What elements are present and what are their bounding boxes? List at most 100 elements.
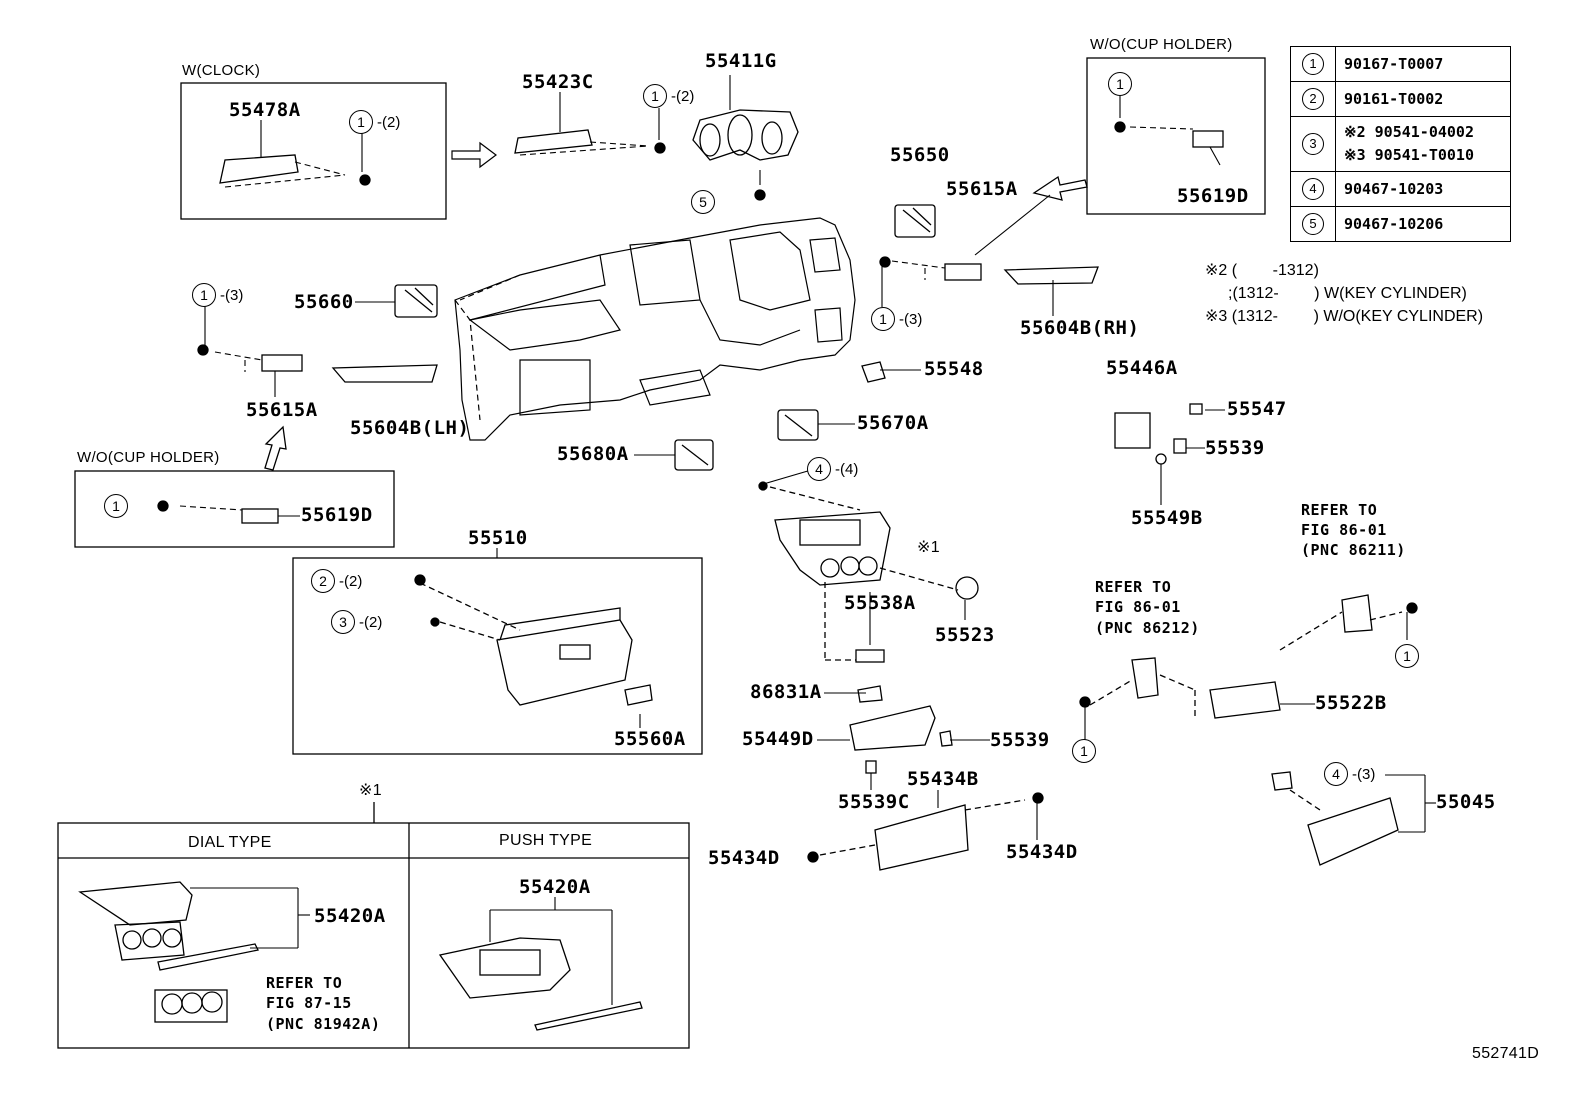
note-line-2: ;(1312- ) W(KEY CYLINDER) <box>1228 285 1467 302</box>
legend-part: 90467-10203 <box>1335 171 1511 207</box>
ref-86211-l2: FIG 86-01 <box>1301 521 1387 539</box>
qty-label: -(3) <box>220 287 244 304</box>
side-trim-shapes <box>331 266 1099 383</box>
screw-shapes <box>157 121 1418 863</box>
vent-shapes <box>394 204 936 471</box>
callout-1: 1 <box>643 84 667 108</box>
legend-part: ※2 90541-04002 <box>1344 123 1474 141</box>
ref-86212-l1: REFER TO <box>1095 578 1172 596</box>
legend-num: 1 <box>1302 53 1324 75</box>
callout-1: 1 <box>871 307 895 331</box>
ref-86211-l3: (PNC 86211) <box>1301 541 1406 559</box>
ref-81942A-l1: REFER TO <box>266 974 343 992</box>
qty-label: -(2) <box>671 88 695 105</box>
dashboard-outline <box>454 217 856 441</box>
inset-push-shape <box>438 937 643 1031</box>
center-panel-shape <box>769 486 1026 871</box>
part-55478A: 55478A <box>229 99 301 121</box>
part-55615A-right: 55615A <box>946 178 1018 200</box>
qty-label: -(2) <box>339 573 363 590</box>
part-55411G: 55411G <box>705 50 777 72</box>
part-86831A: 86831A <box>750 681 822 703</box>
legend-row: 1 90167-T0007 <box>1290 46 1511 82</box>
part-55604B-rh: 55604B(RH) <box>1020 317 1140 339</box>
part-55522B: 55522B <box>1315 692 1387 714</box>
part-55538A: 55538A <box>844 592 916 614</box>
part-55547: 55547 <box>1227 398 1287 420</box>
legend-num: 4 <box>1302 178 1324 200</box>
dashed-lines <box>179 126 1194 511</box>
legend-row: 3 ※2 90541-04002 ※3 90541-T0010 <box>1290 116 1511 172</box>
leader-lines <box>190 75 1436 1005</box>
legend-num: 3 <box>1302 133 1324 155</box>
callout-1: 1 <box>1395 644 1419 668</box>
glove-box-shape <box>419 582 653 706</box>
cup-holder-box-top-frame <box>1086 57 1266 215</box>
part-55660: 55660 <box>294 291 354 313</box>
ref-86212-l2: FIG 86-01 <box>1095 598 1181 616</box>
qty-label: -(3) <box>1352 766 1376 783</box>
part-55434D-right: 55434D <box>1006 841 1078 863</box>
ref-86212-l3: (PNC 86212) <box>1095 619 1200 637</box>
callout-1: 1 <box>349 110 373 134</box>
clock-box-title: W(CLOCK) <box>182 62 261 79</box>
part-55619D-bottom: 55619D <box>301 504 373 526</box>
part-55420A-push: 55420A <box>519 876 591 898</box>
inset-dial-shape <box>78 881 259 1023</box>
cup-holder-title-bottom: W/O(CUP HOLDER) <box>77 449 220 466</box>
arrow-right <box>451 141 497 169</box>
fastener-legend: 1 90167-T0007 2 90161-T0002 3 ※2 90541-0… <box>1290 46 1511 242</box>
legend-part: 90161-T0002 <box>1335 81 1511 117</box>
part-55548: 55548 <box>924 358 984 380</box>
part-55449D: 55449D <box>742 728 814 750</box>
diagram-id: 552741D <box>1472 1045 1540 1062</box>
part-55615A-left: 55615A <box>246 399 318 421</box>
arrow-left <box>1032 175 1088 201</box>
part-55539-bottom: 55539 <box>990 729 1050 751</box>
cup-holder-title-top: W/O(CUP HOLDER) <box>1090 36 1233 53</box>
callout-1: 1 <box>104 494 128 518</box>
legend-row: 4 90467-10203 <box>1290 171 1511 207</box>
clip-shapes <box>219 129 1224 524</box>
qty-label: -(4) <box>835 461 859 478</box>
legend-row: 2 90161-T0002 <box>1290 81 1511 117</box>
legend-num: 2 <box>1302 88 1324 110</box>
qty-label: -(2) <box>377 114 401 131</box>
ref-81942A-l3: (PNC 81942A) <box>266 1015 381 1033</box>
right-parts-shape <box>1089 594 1403 866</box>
part-55670A: 55670A <box>857 412 929 434</box>
cluster-shape <box>692 109 799 161</box>
part-55510: 55510 <box>468 527 528 549</box>
part-55549B: 55549B <box>1131 507 1203 529</box>
part-55434D-left: 55434D <box>708 847 780 869</box>
qty-label: -(3) <box>899 311 923 328</box>
legend-part: 90467-10206 <box>1335 206 1511 242</box>
part-55539C: 55539C <box>838 791 910 813</box>
callout-1: 1 <box>192 283 216 307</box>
legend-num: 5 <box>1302 213 1324 235</box>
clock-box-frame <box>180 82 447 220</box>
inset-mark: ※1 <box>359 782 382 799</box>
callout-3: 3 <box>331 610 355 634</box>
mark-1-center: ※1 <box>917 539 940 556</box>
callout-4: 4 <box>807 457 831 481</box>
part-55434B: 55434B <box>907 768 979 790</box>
callout-1: 1 <box>1108 72 1132 96</box>
legend-part-alt: ※3 90541-T0010 <box>1344 146 1474 164</box>
part-55523: 55523 <box>935 624 995 646</box>
dial-type-label: DIAL TYPE <box>188 834 272 851</box>
part-55560A: 55560A <box>614 728 686 750</box>
legend-row: 5 90467-10206 <box>1290 206 1511 242</box>
part-55650: 55650 <box>890 144 950 166</box>
part-55423C: 55423C <box>522 71 594 93</box>
part-55619D-top: 55619D <box>1177 185 1249 207</box>
arrow-up <box>264 425 287 471</box>
callout-2: 2 <box>311 569 335 593</box>
note-line-1: ※2 ( -1312) <box>1205 262 1319 279</box>
part-55539-top: 55539 <box>1205 437 1265 459</box>
callout-1: 1 <box>1072 739 1096 763</box>
qty-label: -(2) <box>359 614 383 631</box>
ref-81942A-l2: FIG 87-15 <box>266 994 352 1012</box>
part-55604B-lh: 55604B(LH) <box>350 417 470 439</box>
